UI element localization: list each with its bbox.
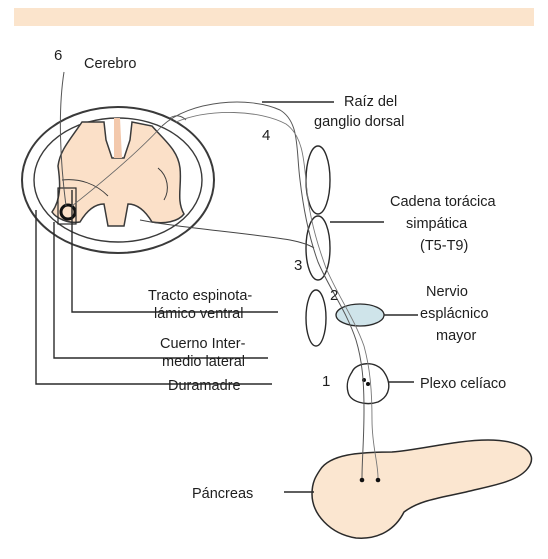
number-1: 1 — [322, 373, 330, 390]
number-6: 6 — [54, 47, 62, 64]
pancreas-dot-2 — [376, 478, 381, 483]
number-4: 4 — [262, 127, 270, 144]
label-cadena-line2: simpática — [406, 216, 468, 232]
label-nervio-line1: Nervio — [426, 284, 468, 300]
label-nervio-line2: esplácnico — [420, 306, 489, 322]
label-tracto-line2: lámico ventral — [154, 306, 243, 322]
pancreas-dot-1 — [360, 478, 365, 483]
number-3: 3 — [294, 257, 302, 274]
label-cuerno-line1: Cuerno Inter- — [160, 336, 246, 352]
ganglion-middle — [306, 216, 330, 280]
label-cuerno-line2: medio lateral — [162, 354, 245, 370]
label-cerebro: Cerebro — [84, 56, 136, 72]
ganglion-lower — [306, 290, 326, 346]
label-cadena-line1: Cadena torácica — [390, 194, 497, 210]
label-cadena-line3: (T5-T9) — [420, 238, 468, 254]
number-2: 2 — [330, 287, 338, 304]
label-raiz-line1: Raíz del — [344, 94, 397, 110]
label-tracto-line1: Tracto espinota- — [148, 288, 252, 304]
ganglion-upper — [306, 146, 330, 214]
splanchnic-nerve-oval — [336, 304, 384, 326]
label-plexo: Plexo celíaco — [420, 376, 506, 392]
label-duramadre: Duramadre — [168, 378, 241, 394]
label-nervio-line3: mayor — [436, 328, 476, 344]
label-raiz-line2: ganglio dorsal — [314, 114, 404, 130]
pancreas-shape — [312, 440, 532, 538]
label-pancreas: Páncreas — [192, 486, 253, 502]
celiac-dot-2 — [366, 382, 370, 386]
